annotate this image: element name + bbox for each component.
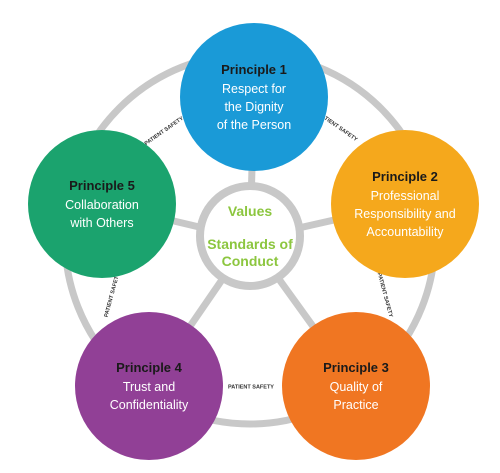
principle-description-line: Professional xyxy=(370,188,440,203)
principle-description-line: the Dignity xyxy=(224,99,284,114)
center-values-text: Values xyxy=(227,202,273,219)
principle-description-line: Practice xyxy=(333,397,379,412)
principle-description: Respect for the Dignity of the Person xyxy=(217,80,291,134)
principle-description-line: Trust and xyxy=(122,379,176,394)
principle-description-line: Collaboration xyxy=(65,197,139,212)
principle-title: Principle 2 xyxy=(372,168,438,184)
principle-description-line: Confidentiality xyxy=(109,397,189,412)
principle-description-line: Responsibility and xyxy=(354,206,456,221)
principle-3-circle: Principle 3 Quality of Practice xyxy=(282,312,430,460)
principle-title: Principle 1 xyxy=(221,61,287,77)
ring-label-patient-safety: PATIENT SAFETY xyxy=(104,272,122,318)
principle-description: Collaboration with Others xyxy=(65,196,139,232)
principle-description-line: Respect for xyxy=(222,81,286,96)
principle-2-circle: Principle 2 Professional Responsibility … xyxy=(331,130,479,278)
principle-description-line: with Others xyxy=(70,215,134,230)
principle-title: Principle 4 xyxy=(116,359,182,375)
center-standards-line-2: Conduct xyxy=(221,252,279,269)
principle-description-line: Quality of xyxy=(329,379,383,394)
principle-description-line: of the Person xyxy=(216,117,292,132)
center-standards-line-1: Standards of xyxy=(207,235,293,252)
principle-title: Principle 5 xyxy=(69,177,135,193)
principle-4-circle: Principle 4 Trust and Confidentiality xyxy=(75,312,223,460)
principle-1-circle: Principle 1 Respect for the Dignity of t… xyxy=(180,23,328,171)
ring-label-patient-safety: PATIENT SAFETY xyxy=(228,384,274,390)
principle-description: Professional Responsibility and Accounta… xyxy=(354,187,455,241)
principle-description: Quality of Practice xyxy=(330,378,383,414)
principle-5-circle: Principle 5 Collaboration with Others xyxy=(28,130,176,278)
principle-title: Principle 3 xyxy=(323,359,389,375)
ring-label-patient-safety: PATIENT SAFETY xyxy=(144,116,185,147)
ring-label-patient-safety: PATIENT SAFETY xyxy=(376,272,394,318)
principle-description: Trust and Confidentiality xyxy=(110,378,189,414)
center-values-circle: Values Standards of Conduct xyxy=(196,182,304,290)
principle-description-line: Accountability xyxy=(366,224,444,239)
